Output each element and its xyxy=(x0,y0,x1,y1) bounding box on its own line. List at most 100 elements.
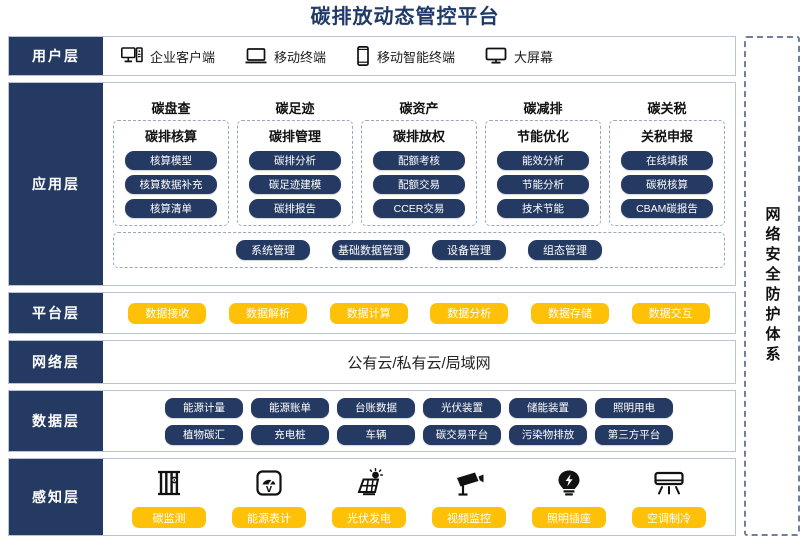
app-group-subtitle: 碳排核算 xyxy=(144,129,197,144)
user-item-label: 大屏幕 xyxy=(514,49,554,65)
monitor-icon xyxy=(485,47,507,65)
energy-meter-icon: V xyxy=(254,466,284,500)
sense-item-pv-generation[interactable]: 光伏发电 xyxy=(332,466,406,528)
app-feature-pill[interactable]: 核算模型 xyxy=(125,151,217,170)
management-pill-device[interactable]: 设备管理 xyxy=(432,240,506,260)
security-system-panel: 网络安全防护体系 xyxy=(744,36,800,536)
user-item-large-screen[interactable]: 大屏幕 xyxy=(485,47,553,66)
architecture-stack: 用户层 企业客户端 xyxy=(8,36,736,536)
user-item-label: 企业客户端 xyxy=(150,49,216,65)
sense-item-label[interactable]: 碳监测 xyxy=(132,507,206,528)
data-pill-plant-carbon-sink[interactable]: 植物碳汇 xyxy=(165,424,243,445)
data-pill-third-party-platform[interactable]: 第三方平台 xyxy=(595,424,673,445)
sense-item-label[interactable]: 视频监控 xyxy=(432,507,506,528)
app-feature-pill[interactable]: 碳足迹建模 xyxy=(249,175,341,194)
app-group-carbon-footprint: 碳足迹 碳排管理 碳排分析 碳足迹建模 碳排报告 xyxy=(237,98,353,226)
app-group-subtitle: 关税申报 xyxy=(640,129,693,144)
layer-network-body: 公有云/私有云/局域网 xyxy=(103,341,735,383)
app-group-box: 碳排核算 核算模型 核算数据补充 核算清单 xyxy=(113,120,229,226)
app-feature-pill[interactable]: 配额交易 xyxy=(373,175,465,194)
layer-user: 用户层 企业客户端 xyxy=(8,36,736,76)
app-feature-pill[interactable]: 节能分析 xyxy=(497,175,589,194)
app-feature-pill[interactable]: 碳税核算 xyxy=(621,175,713,194)
user-item-label: 移动智能终端 xyxy=(377,49,456,65)
platform-pill-data-parse[interactable]: 数据解析 xyxy=(228,302,307,324)
app-group-subtitle: 碳排放权 xyxy=(392,129,445,144)
solar-panel-icon xyxy=(353,466,385,500)
app-group-title: 碳足迹 xyxy=(275,101,315,116)
app-group-subtitle: 节能优化 xyxy=(516,129,569,144)
layer-network: 网络层 公有云/私有云/局域网 xyxy=(8,340,736,384)
user-item-label: 移动终端 xyxy=(274,49,327,65)
app-group-box: 节能优化 能效分析 节能分析 技术节能 xyxy=(485,120,601,226)
platform-pill-data-interaction[interactable]: 数据交互 xyxy=(631,302,710,324)
data-pill-lighting-power[interactable]: 照明用电 xyxy=(595,397,673,418)
network-layer-text: 公有云/私有云/局域网 xyxy=(347,354,491,372)
app-feature-pill[interactable]: 核算数据补充 xyxy=(125,175,217,194)
app-group-carbon-tariff: 碳关税 关税申报 在线填报 碳税核算 CBAM碳报告 xyxy=(609,98,725,226)
layer-platform: 平台层 数据接收 数据解析 数据计算 数据分析 数据存储 数据交互 xyxy=(8,292,736,334)
sense-item-label[interactable]: 照明插座 xyxy=(532,507,606,528)
data-row: 能源计量 能源账单 台账数据 光伏装置 储能装置 照明用电 xyxy=(165,397,673,418)
app-feature-pill[interactable]: 核算清单 xyxy=(125,199,217,218)
sense-item-label[interactable]: 能源表计 xyxy=(232,507,306,528)
data-pill-ledger-data[interactable]: 台账数据 xyxy=(337,397,415,418)
data-pill-energy-metering[interactable]: 能源计量 xyxy=(165,397,243,418)
layer-data: 数据层 能源计量 能源账单 台账数据 光伏装置 储能装置 照明用电 植物碳汇 充… xyxy=(8,390,736,452)
layer-user-body: 企业客户端 移动终端 xyxy=(103,37,735,75)
user-item-enterprise-client[interactable]: 企业客户端 xyxy=(121,47,215,66)
sense-item-energy-meter[interactable]: V 能源表计 xyxy=(232,466,306,528)
sense-item-lighting-socket[interactable]: 照明插座 xyxy=(532,466,606,528)
app-feature-pill[interactable]: 能效分析 xyxy=(497,151,589,170)
user-item-smart-mobile-terminal[interactable]: 移动智能终端 xyxy=(356,46,455,66)
laptop-icon xyxy=(245,47,267,65)
layer-network-label: 网络层 xyxy=(9,341,103,383)
app-group-box: 碳排管理 碳排分析 碳足迹建模 碳排报告 xyxy=(237,120,353,226)
layer-data-body: 能源计量 能源账单 台账数据 光伏装置 储能装置 照明用电 植物碳汇 充电桩 车… xyxy=(103,391,735,451)
app-group-subtitle: 碳排管理 xyxy=(268,129,321,144)
platform-pill-data-storage[interactable]: 数据存储 xyxy=(530,302,609,324)
app-group-title: 碳盘查 xyxy=(151,101,191,116)
data-pill-carbon-trading-platform[interactable]: 碳交易平台 xyxy=(423,424,501,445)
app-group-title: 碳资产 xyxy=(399,101,439,116)
app-feature-pill[interactable]: 配额考核 xyxy=(373,151,465,170)
app-feature-pill[interactable]: 碳排分析 xyxy=(249,151,341,170)
data-pill-vehicle[interactable]: 车辆 xyxy=(337,424,415,445)
svg-text:V: V xyxy=(266,485,273,494)
app-feature-pill[interactable]: 技术节能 xyxy=(497,199,589,218)
data-pill-pollutant-emission[interactable]: 污染物排放 xyxy=(509,424,587,445)
sense-item-carbon-monitoring[interactable]: 碳监测 xyxy=(132,466,206,528)
security-system-label: 网络安全防护体系 xyxy=(763,206,781,366)
light-bulb-icon xyxy=(556,466,582,500)
app-feature-pill[interactable]: CCER交易 xyxy=(373,199,465,218)
platform-pill-data-receive[interactable]: 数据接收 xyxy=(128,302,207,324)
platform-pill-data-compute[interactable]: 数据计算 xyxy=(329,302,408,324)
air-conditioner-icon xyxy=(652,466,686,500)
app-group-carbon-inventory: 碳盘查 碳排核算 核算模型 核算数据补充 核算清单 xyxy=(113,98,229,226)
app-feature-pill[interactable]: CBAM碳报告 xyxy=(621,199,713,218)
layer-perception-label: 感知层 xyxy=(9,459,103,535)
data-pill-pv-device[interactable]: 光伏装置 xyxy=(423,397,501,418)
app-group-title: 碳关税 xyxy=(647,101,687,116)
layer-perception-body: 碳监测 V 能源表计 xyxy=(103,459,735,535)
platform-pill-data-analysis[interactable]: 数据分析 xyxy=(430,302,509,324)
sense-item-air-conditioning[interactable]: 空调制冷 xyxy=(632,466,706,528)
data-pill-energy-bill[interactable]: 能源账单 xyxy=(251,397,329,418)
app-feature-pill[interactable]: 碳排报告 xyxy=(249,199,341,218)
layer-application-label: 应用层 xyxy=(9,83,103,285)
sense-item-label[interactable]: 光伏发电 xyxy=(332,507,406,528)
management-pill-system[interactable]: 系统管理 xyxy=(236,240,310,260)
user-item-mobile-terminal[interactable]: 移动终端 xyxy=(245,47,326,66)
sense-item-label[interactable]: 空调制冷 xyxy=(632,507,706,528)
cctv-camera-icon xyxy=(453,466,485,500)
sense-item-video-surveillance[interactable]: 视频监控 xyxy=(432,466,506,528)
data-pill-storage-device[interactable]: 储能装置 xyxy=(509,397,587,418)
layer-application: 应用层 碳盘查 碳排核算 核算模型 核算数据补充 核算清单 碳足迹 碳排管理 xyxy=(8,82,736,286)
layer-application-body: 碳盘查 碳排核算 核算模型 核算数据补充 核算清单 碳足迹 碳排管理 碳排分析 … xyxy=(103,83,735,285)
app-feature-pill[interactable]: 在线填报 xyxy=(621,151,713,170)
app-group-box: 关税申报 在线填报 碳税核算 CBAM碳报告 xyxy=(609,120,725,226)
desktop-tower-icon xyxy=(121,47,143,65)
management-pill-base-data[interactable]: 基础数据管理 xyxy=(332,240,410,260)
management-pill-configuration[interactable]: 组态管理 xyxy=(528,240,602,260)
data-pill-charging-pile[interactable]: 充电桩 xyxy=(251,424,329,445)
